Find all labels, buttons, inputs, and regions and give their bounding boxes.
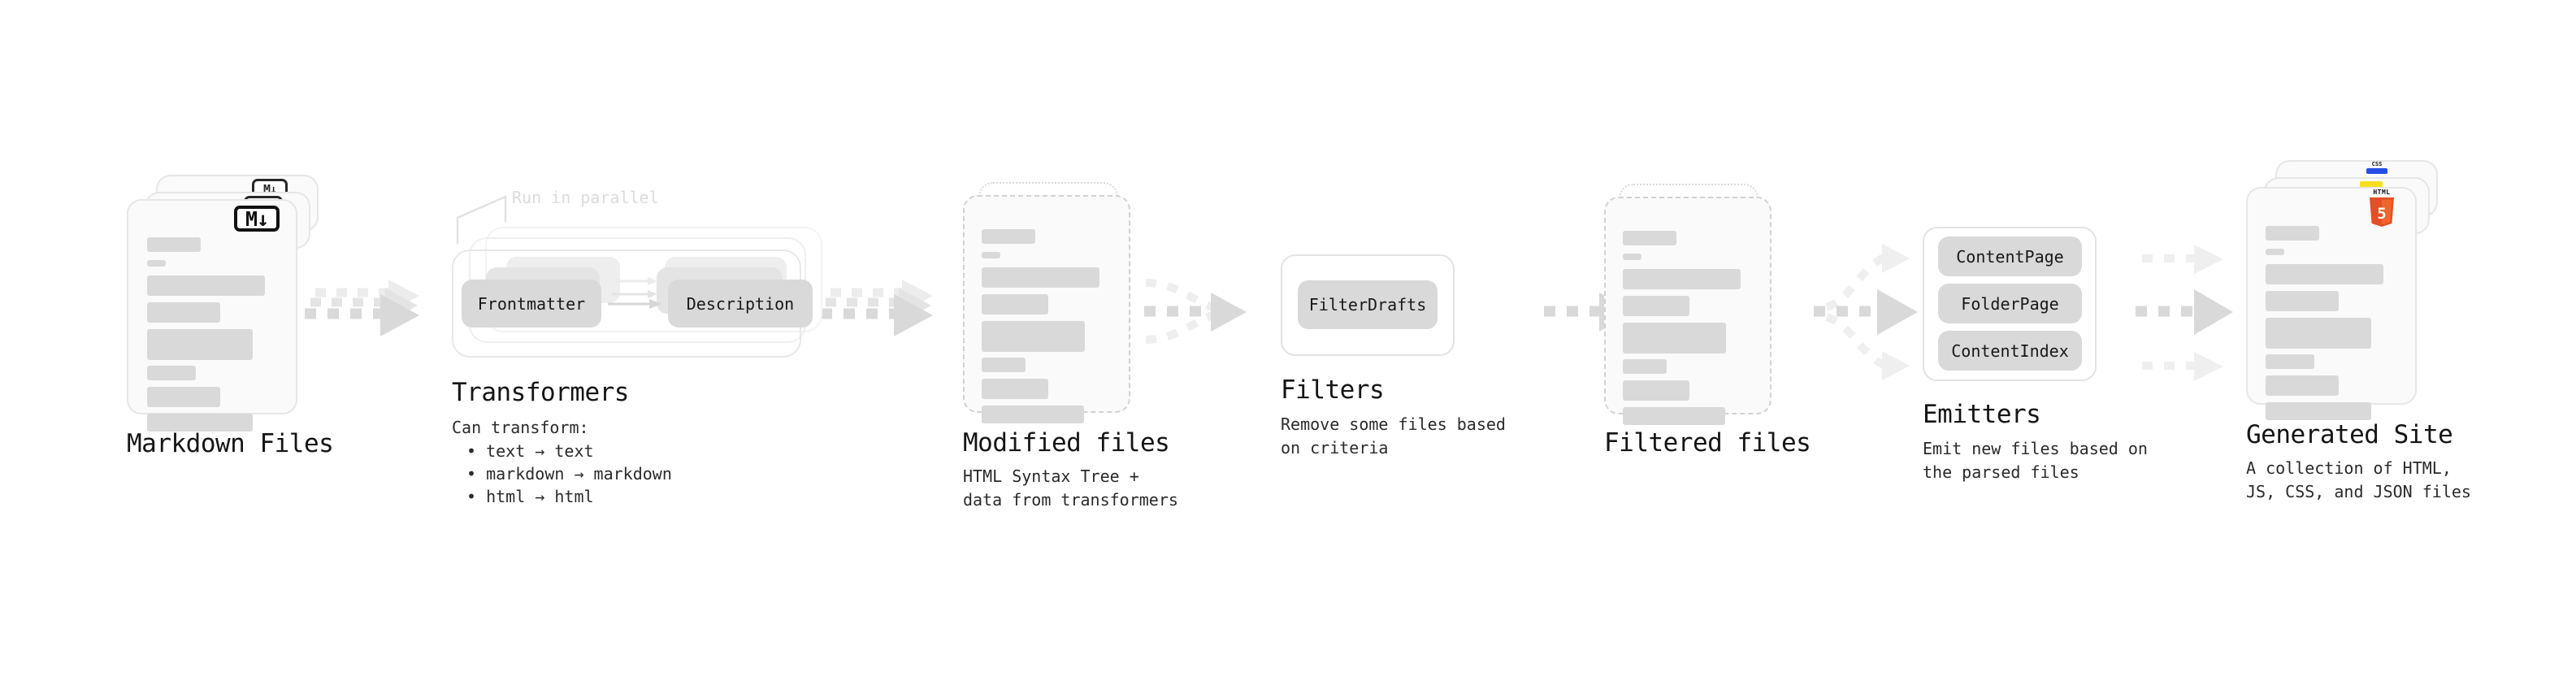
generated-site-caption: A collection of HTML, JS, CSS, and JSON … — [2246, 458, 2471, 501]
skeleton-bar — [982, 358, 1026, 372]
skeleton-bar — [2266, 226, 2319, 241]
skeleton-bar — [147, 237, 201, 252]
skeleton-bar — [1623, 254, 1641, 260]
transformers-bullet-0: • text → text — [466, 441, 594, 461]
chip-frontmatter[interactable]: Frontmatter — [462, 280, 601, 327]
css-label: CSS — [2371, 161, 2383, 167]
stage-title-filtered-files: Filtered files — [1604, 428, 1811, 458]
emitters-caption: Emit new files based on the parsed files — [1923, 439, 2148, 482]
skeleton-bar — [982, 229, 1035, 244]
markdown-badge-front: M↓ — [234, 206, 280, 232]
filtered-card-front[interactable] — [1604, 197, 1772, 425]
skeleton-bar — [147, 366, 196, 380]
arrow-transformers-to-modified — [821, 280, 933, 336]
arrow-emitters-to-site — [2136, 245, 2233, 381]
chip-filterdrafts[interactable]: FilterDrafts — [1298, 280, 1438, 329]
css3-icon: CSS — [2366, 161, 2387, 174]
skeleton-bar — [982, 379, 1048, 399]
skeleton-bar — [2266, 264, 2383, 284]
arrow-markdown-to-transformers — [305, 280, 419, 336]
skeleton-bar — [2266, 375, 2339, 396]
skeleton-bar — [147, 329, 253, 360]
filters-caption: Remove some files based on criteria — [1281, 414, 1506, 458]
skeleton-bar — [1623, 296, 1689, 316]
skeleton-bar — [982, 294, 1048, 314]
skeleton-bar — [1623, 323, 1726, 354]
chip-folderpage[interactable]: FolderPage — [1938, 284, 2082, 323]
skeleton-bar — [1623, 269, 1741, 289]
chip-contentindex[interactable]: ContentIndex — [1938, 331, 2082, 371]
skeleton-bar — [982, 406, 1084, 423]
chip-contentpage[interactable]: ContentPage — [1938, 236, 2082, 276]
skeleton-bar — [2266, 402, 2371, 420]
skeleton-bar — [2266, 318, 2371, 349]
stage-title-transformers: Transformers — [452, 378, 629, 407]
svg-text:5: 5 — [2377, 205, 2386, 223]
transformers-caption: Can transform: — [452, 418, 589, 437]
skeleton-bar — [1623, 359, 1667, 374]
skeleton-bar — [147, 275, 265, 296]
modified-files-caption: HTML Syntax Tree + data from transformer… — [963, 466, 1178, 510]
arrow-filtered-to-emitters — [1814, 244, 1918, 380]
skeleton-bar — [2266, 354, 2314, 369]
skeleton-bar — [1623, 231, 1676, 245]
stage-title-filters: Filters — [1281, 375, 1385, 405]
transformers-bullet-1: • markdown → markdown — [466, 464, 672, 484]
stage-title-modified-files: Modified files — [963, 428, 1170, 458]
markdown-card-front[interactable] — [127, 199, 297, 432]
html5-icon: HTML 5 — [2368, 189, 2396, 230]
modified-card-front[interactable] — [963, 195, 1130, 423]
skeleton-bar — [147, 302, 220, 323]
transformers-bullet-2: • html → html — [466, 487, 594, 506]
skeleton-bar — [147, 387, 220, 407]
arrow-modified-to-filters — [1144, 279, 1247, 344]
skeleton-bar — [147, 414, 253, 432]
run-in-parallel-label: Run in parallel — [512, 188, 659, 207]
chip-description[interactable]: Description — [668, 280, 813, 327]
skeleton-bar — [982, 321, 1085, 352]
skeleton-bar — [147, 260, 166, 267]
stage-title-emitters: Emitters — [1923, 400, 2041, 429]
skeleton-bar — [2266, 249, 2284, 255]
skeleton-bar — [982, 252, 1000, 258]
skeleton-bar — [2266, 291, 2339, 311]
stage-title-markdown-files: Markdown Files — [127, 429, 334, 458]
skeleton-bar — [1623, 380, 1689, 401]
skeleton-bar — [1623, 407, 1725, 425]
stage-title-generated-site: Generated Site — [2246, 420, 2453, 449]
skeleton-bar — [982, 267, 1099, 288]
html5-caption: HTML — [2373, 189, 2391, 196]
